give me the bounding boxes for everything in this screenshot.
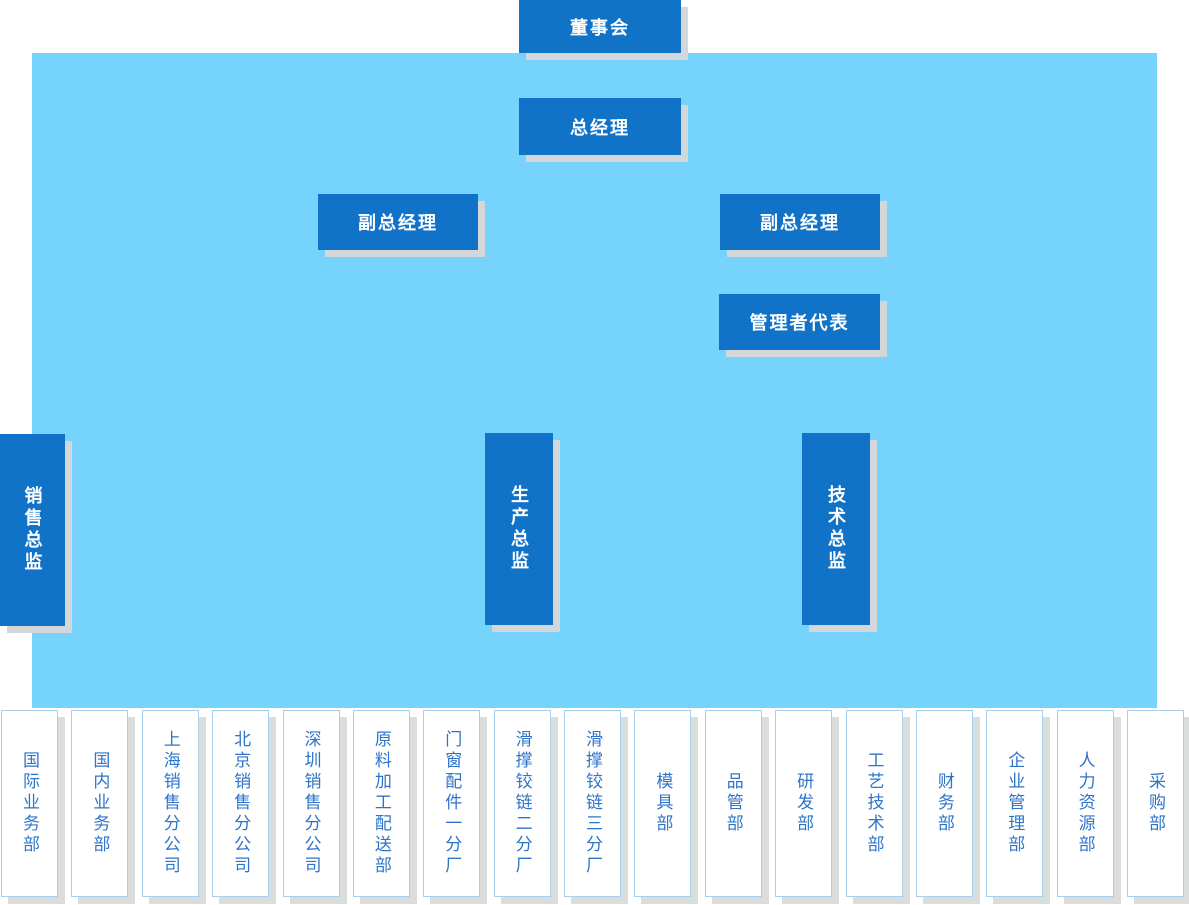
department-box-9: 模具部 [634,710,692,897]
node-deputy-gm-right-label: 副总经理 [760,213,840,233]
department-label: 模具部 [653,772,673,835]
node-deputy-gm-right: 副总经理 [720,194,880,250]
department-box-13: 财务部 [915,710,973,897]
department-box-10: 品管部 [704,710,762,897]
node-production-director-label: 生产总监 [509,485,529,573]
department-box-11: 研发部 [775,710,833,897]
background-panel [32,53,1157,708]
department-label: 人力资源部 [1075,751,1095,856]
department-box-1: 国内业务部 [71,710,129,897]
node-management-representative-label: 管理者代表 [749,313,850,333]
node-deputy-gm-left: 副总经理 [318,194,478,250]
department-box-15: 人力资源部 [1056,710,1114,897]
node-board-label: 董事会 [570,17,630,38]
node-board-of-directors: 董事会 [519,0,681,53]
department-label: 企业管理部 [1005,751,1025,856]
department-label: 研发部 [794,772,814,835]
department-label: 深圳销售分公司 [301,730,321,877]
department-label: 北京销售分公司 [231,730,251,877]
department-label: 滑撑铰链三分厂 [583,730,602,877]
department-box-5: 原料加工配送部 [352,710,410,897]
department-row: 国际业务部 国内业务部 上海销售分公司 北京销售分公司 深圳销售分公司 原料加工配送部 门窗… [1,710,1184,897]
department-box-12: 工艺技术部 [845,710,903,897]
department-box-0: 国际业务部 [1,710,58,897]
node-sales-director: 销售总监 [0,434,65,626]
department-label: 滑撑铰链二分厂 [512,730,532,877]
department-box-2: 上海销售分公司 [141,710,199,897]
department-label: 工艺技术部 [864,751,884,856]
department-label: 上海销售分公司 [160,730,180,877]
department-label: 财务部 [934,772,954,835]
department-box-4: 深圳销售分公司 [282,710,340,897]
department-box-16: 采购部 [1127,710,1184,897]
department-box-8: 滑撑铰链三分厂 [564,710,621,897]
department-box-14: 企业管理部 [986,710,1044,897]
node-technical-director-label: 技术总监 [826,485,846,573]
node-sales-director-label: 销售总监 [22,486,43,574]
node-general-manager-label: 总经理 [570,117,630,138]
node-deputy-gm-left-label: 副总经理 [358,213,438,233]
node-general-manager: 总经理 [519,98,681,155]
department-label: 门窗配件一分厂 [442,730,462,877]
department-label: 国际业务部 [20,751,39,856]
department-box-7: 滑撑铰链二分厂 [493,710,551,897]
department-label: 原料加工配送部 [371,730,391,877]
department-box-6: 门窗配件一分厂 [423,710,481,897]
node-production-director: 生产总监 [485,433,553,625]
node-technical-director: 技术总监 [802,433,870,625]
node-management-representative: 管理者代表 [719,294,880,350]
department-label: 国内业务部 [90,751,110,856]
department-label: 品管部 [723,772,743,835]
department-box-3: 北京销售分公司 [212,710,270,897]
department-label: 采购部 [1146,772,1165,835]
